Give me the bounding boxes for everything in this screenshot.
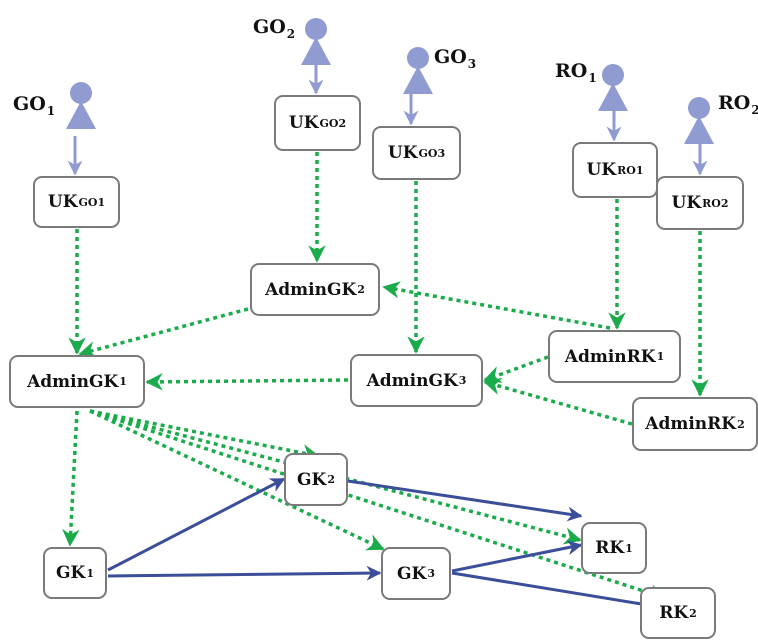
edge-gk1-to-gk3 <box>107 565 382 581</box>
node-subscript: 1 <box>656 350 665 363</box>
node-label: GK <box>297 469 327 490</box>
actor-label-text: RO <box>555 60 588 82</box>
node-subscript: 2 <box>357 283 365 296</box>
node-subscript: RO1 <box>617 163 644 177</box>
actor-label-subscript: 1 <box>588 71 597 85</box>
edge-admingk1-to-gk3 <box>89 409 385 551</box>
node-subscript: 2 <box>327 473 335 486</box>
node-label: RK <box>659 603 689 623</box>
actor-label-text: GO <box>434 46 467 68</box>
edge-admingk3-to-admingk1 <box>145 373 349 391</box>
edge-admingk1-to-gk2 <box>89 409 320 462</box>
ro1-label: RO1 <box>555 60 597 85</box>
node-subscript: 2 <box>689 606 697 620</box>
actor-label-subscript: 1 <box>46 104 56 118</box>
node-subscript: 1 <box>625 541 633 555</box>
edge-gk3-to-rk1 <box>451 540 583 573</box>
edge-adminrk1-to-admingk2 <box>382 281 611 330</box>
node-label: RK <box>595 538 625 558</box>
node-label: AdminRK <box>645 414 737 434</box>
edge-gk1-to-gk2 <box>107 477 286 572</box>
ro2-person-icon <box>684 97 714 144</box>
node-label: GK <box>56 563 86 583</box>
node-label: GK <box>397 563 427 584</box>
node-label: UK <box>671 193 702 213</box>
actor-label-subscript: 2 <box>286 27 296 41</box>
go1-label: GO1 <box>13 93 55 118</box>
node-subscript: GO3 <box>418 146 446 160</box>
edge-admingk1-to-gk1 <box>62 410 80 547</box>
edge-admingk1-to-rk2 <box>89 409 667 602</box>
node-subscript: 3 <box>458 374 467 387</box>
ro2-label: RO2 <box>718 92 758 117</box>
actor-label-text: GO <box>253 16 286 38</box>
node-label: UK <box>47 192 78 212</box>
node-label: UK <box>387 143 418 163</box>
node-subscript: 1 <box>119 375 127 388</box>
node-subscript: RO2 <box>702 196 729 210</box>
actor-label-text: GO <box>13 93 46 115</box>
go3-person-icon <box>403 47 433 94</box>
node-label: AdminGK <box>265 279 357 300</box>
ro1-person-icon <box>598 64 628 111</box>
go2-label: GO2 <box>253 16 295 41</box>
node-subscript: 2 <box>737 417 745 431</box>
go3-label: GO3 <box>434 46 476 71</box>
node-label: UK <box>586 160 617 180</box>
go2-person-icon <box>301 18 331 65</box>
node-label: AdminGK <box>27 371 119 392</box>
edge-adminrk1-to-admingk3 <box>483 355 549 383</box>
node-label: AdminGK <box>366 370 458 391</box>
node-subscript: 1 <box>86 566 94 580</box>
go1-person-icon <box>66 82 96 129</box>
node-subscript: GO2 <box>319 116 347 130</box>
node-label: AdminRK <box>564 346 656 367</box>
node-subscript: 3 <box>427 567 435 580</box>
node-subscript: GO1 <box>78 195 106 209</box>
edge-admingk2-to-admingk1 <box>78 307 249 359</box>
node-label: UK <box>288 113 319 133</box>
actor-label-subscript: 2 <box>751 103 758 117</box>
actor-label-text: RO <box>718 92 751 114</box>
edge-adminrk2-to-admingk3 <box>483 377 633 426</box>
edge-gk2-to-rk1 <box>347 479 583 522</box>
actor-label-subscript: 3 <box>467 57 477 71</box>
edge-gk3-to-rk2 <box>451 571 668 614</box>
